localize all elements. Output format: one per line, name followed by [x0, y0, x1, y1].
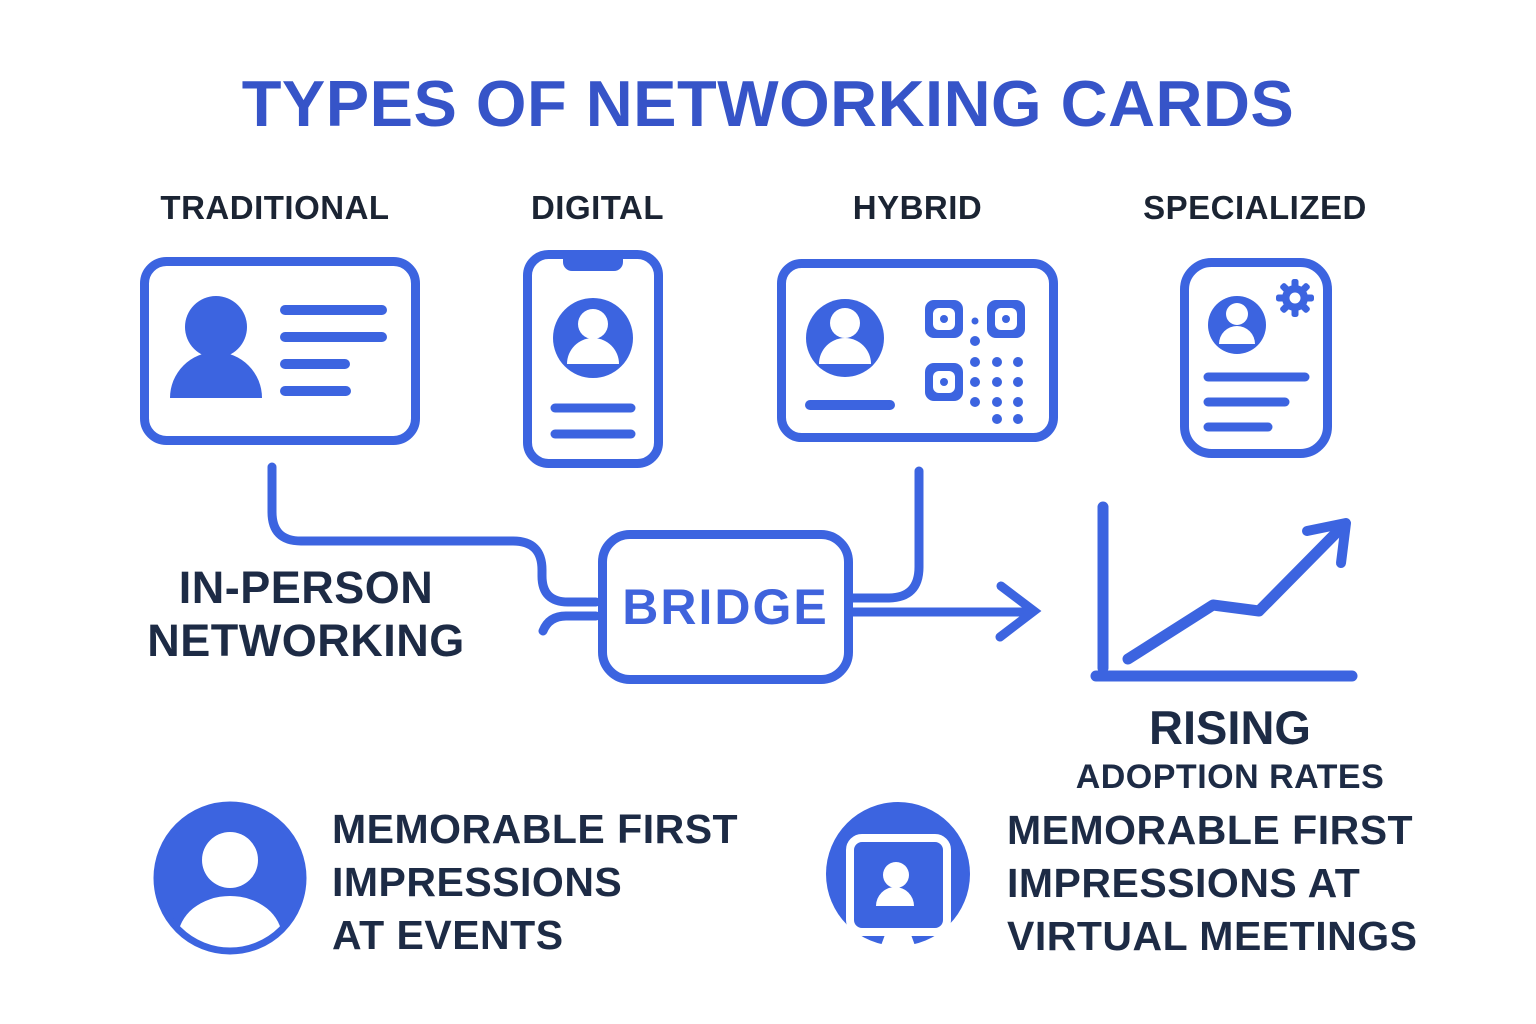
in-person-line-1: IN-PERSON	[178, 562, 434, 613]
in-person-line-2: NETWORKING	[147, 615, 465, 666]
chart-trend-arrowhead	[1302, 518, 1351, 568]
category-label-hybrid: HYBRID	[852, 189, 983, 226]
adoption-rates-label: ADOPTION RATES	[1075, 758, 1385, 796]
gear-icon	[1276, 279, 1314, 317]
connector-traditional-to-bridge	[267, 462, 601, 607]
benefit-virtual-line-1: MEMORABLE FIRST	[1007, 807, 1414, 853]
benefit-events-line-3: AT EVENTS	[332, 912, 564, 958]
connector-hybrid-to-bridge	[848, 466, 924, 603]
business-card-icon	[140, 257, 420, 445]
qr-finder-top-right	[987, 300, 1025, 338]
category-label-digital: DIGITAL	[530, 189, 665, 226]
virtual-meeting-monitor-icon	[826, 802, 970, 949]
bridge-label: BRIDGE	[622, 579, 829, 635]
person-avatar-icon	[153, 801, 307, 955]
benefit-events-line-2: IMPRESSIONS	[332, 859, 623, 905]
page-title: TYPES OF NETWORKING CARDS	[241, 67, 1295, 140]
chart-trend-line	[1122, 524, 1345, 665]
qr-dot-grid	[970, 317, 1023, 424]
category-label-traditional: TRADITIONAL	[160, 189, 390, 226]
benefit-events-text: MEMORABLE FIRST IMPRESSIONS AT EVENTS	[332, 803, 738, 962]
card-with-gear-icon	[1180, 258, 1332, 458]
qr-finder-bottom-left	[925, 363, 963, 401]
benefit-virtual-line-3: VIRTUAL MEETINGS	[1007, 913, 1418, 959]
rising-trend-chart-icon	[1090, 501, 1358, 682]
phone-profile-card-icon	[523, 250, 663, 468]
connector-bridge-left-curl	[538, 611, 601, 636]
benefit-events-line-1: MEMORABLE FIRST	[332, 806, 739, 852]
bridge-node: BRIDGE	[598, 530, 853, 684]
qr-finder-top-left	[925, 300, 963, 338]
rising-label: RISING	[1149, 701, 1311, 754]
benefit-virtual-text: MEMORABLE FIRST IMPRESSIONS AT VIRTUAL M…	[1007, 804, 1417, 963]
card-with-qr-code-icon	[777, 259, 1058, 442]
category-label-specialized: SPECIALIZED	[1143, 189, 1367, 226]
benefit-virtual-line-2: IMPRESSIONS AT	[1007, 860, 1361, 906]
in-person-networking-label: IN-PERSON NETWORKING	[106, 561, 506, 667]
arrow-right-head-icon	[995, 581, 1042, 642]
